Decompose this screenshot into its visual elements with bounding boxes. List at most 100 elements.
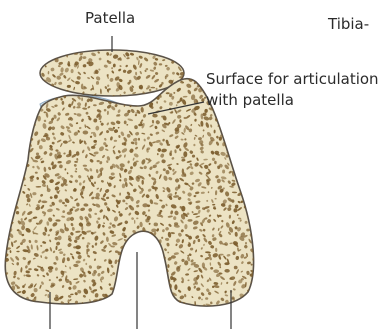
bone-pore xyxy=(131,275,135,279)
bone-pore xyxy=(176,266,180,272)
bone-pore xyxy=(242,178,245,180)
bone-pore xyxy=(243,136,248,142)
bone-pore xyxy=(231,142,236,147)
bone-pore xyxy=(254,195,258,198)
bone-pore xyxy=(253,294,259,300)
bone-pore xyxy=(255,298,261,302)
bone-pore xyxy=(4,120,7,125)
bone-pore xyxy=(14,125,19,129)
bone-pore xyxy=(248,124,252,129)
bone-pore xyxy=(158,284,163,289)
bone-pore xyxy=(255,130,260,136)
bone-pore xyxy=(254,188,258,190)
bone-pore xyxy=(248,211,251,215)
bone-pore xyxy=(11,84,16,89)
bone-pore xyxy=(31,114,34,117)
bone-pore xyxy=(147,267,152,272)
bone-pore xyxy=(120,288,123,291)
bone-pore xyxy=(253,179,256,182)
bone-pore xyxy=(132,240,135,245)
bone-pore xyxy=(2,221,7,226)
bone-pore xyxy=(163,295,165,297)
bone-pore xyxy=(234,165,237,170)
bone-pore xyxy=(150,248,154,252)
bone-pore xyxy=(228,125,233,128)
bone-pore xyxy=(245,157,248,160)
bone-pore xyxy=(20,170,25,174)
bone-pore xyxy=(253,143,256,147)
bone-pore xyxy=(257,212,261,218)
bone-pore xyxy=(255,152,259,157)
bone-pore xyxy=(19,109,22,113)
bone-pore xyxy=(46,55,51,60)
bone-pore xyxy=(142,239,145,243)
bone-pore xyxy=(15,141,20,146)
bone-pore xyxy=(247,305,251,310)
bone-pore xyxy=(246,295,251,299)
bone-pore xyxy=(248,124,255,130)
bone-pore xyxy=(139,260,146,266)
bone-pore xyxy=(250,165,254,169)
bone-pore xyxy=(247,298,249,302)
bone-pore xyxy=(128,246,133,251)
tibia-label: Tibia- xyxy=(328,15,369,33)
bone-pore xyxy=(257,283,260,286)
bone-pore xyxy=(163,51,167,54)
bone-pore xyxy=(245,150,251,154)
bone-pore xyxy=(239,112,244,115)
bone-pore xyxy=(147,295,151,299)
bone-pore xyxy=(115,307,119,311)
bone-pore xyxy=(26,94,32,100)
bone-pore xyxy=(225,114,229,118)
bone-pore xyxy=(256,181,259,183)
bone-pore xyxy=(249,151,253,156)
bone-pore xyxy=(11,87,15,91)
bone-pore xyxy=(124,97,128,101)
bone-pore xyxy=(2,134,6,139)
bone-pore xyxy=(9,134,13,138)
bone-pore xyxy=(27,130,31,135)
bone-pore xyxy=(4,182,8,188)
bone-pore xyxy=(230,126,234,131)
bone-pore xyxy=(129,256,132,259)
bone-pore xyxy=(246,195,248,200)
bone-pore xyxy=(28,117,34,122)
bone-pore xyxy=(6,292,9,298)
bone-pore xyxy=(152,256,157,260)
bone-pore xyxy=(260,278,263,282)
bone-pore xyxy=(154,308,157,311)
bone-pore xyxy=(159,270,163,276)
bone-pore xyxy=(121,305,125,310)
bone-pore xyxy=(167,52,172,56)
bone-pore xyxy=(243,193,248,198)
bone-pore xyxy=(237,160,240,162)
bone-pore xyxy=(148,297,152,300)
bone-pore xyxy=(8,292,12,295)
bone-pore xyxy=(3,192,8,197)
bone-pore xyxy=(23,109,29,113)
bone-pore xyxy=(62,101,65,105)
bone-pore xyxy=(198,75,202,79)
bone-pore xyxy=(45,93,49,95)
bone-pore xyxy=(53,91,58,96)
bone-pore xyxy=(249,304,252,307)
bone-pore xyxy=(150,251,157,258)
bone-pore xyxy=(6,174,9,178)
bone-pore xyxy=(159,63,162,65)
bone-pore xyxy=(255,250,259,254)
bone-pore xyxy=(128,283,133,290)
bone-pore xyxy=(237,305,241,309)
bone-pore xyxy=(164,305,170,311)
bone-pore xyxy=(8,79,12,83)
bone-pore xyxy=(122,184,125,189)
bone-pore xyxy=(12,137,18,142)
bone-pore xyxy=(44,88,48,93)
bone-pore xyxy=(257,232,260,235)
bone-pore xyxy=(25,136,30,141)
bone-pore xyxy=(256,165,259,168)
bone-pore xyxy=(23,89,28,93)
bone-pore xyxy=(24,151,28,153)
bone-pore xyxy=(124,287,128,291)
bone-pore xyxy=(41,93,44,95)
bone-pore xyxy=(4,214,8,218)
